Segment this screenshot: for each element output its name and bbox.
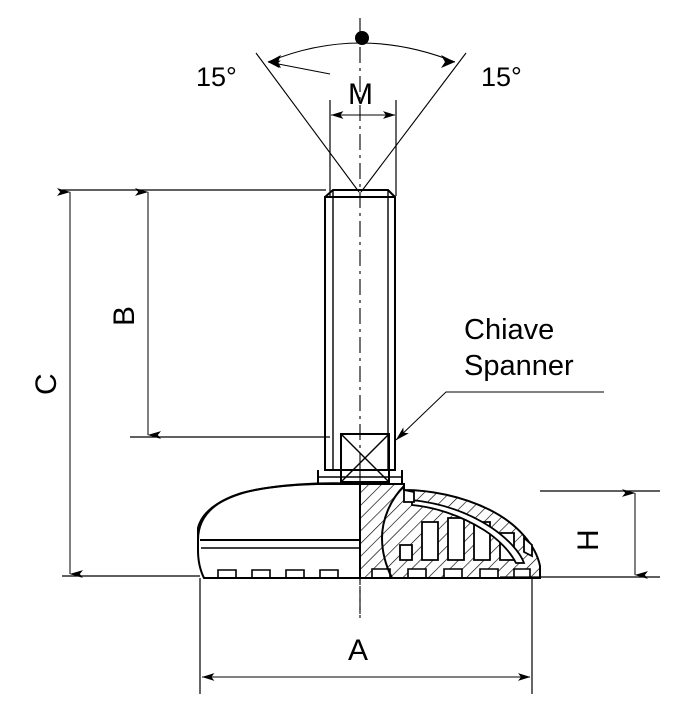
- dimension-label-m: M: [348, 78, 373, 111]
- angle-label-right: 15°: [481, 62, 522, 92]
- dimension-b: [130, 188, 330, 439]
- spanner-leader-line: [395, 391, 604, 441]
- dimension-h: [500, 489, 660, 579]
- tilt-angle-lines: [255, 52, 467, 193]
- threaded-stud: [317, 189, 403, 485]
- dimension-label-h: H: [572, 529, 605, 551]
- dimension-a: [199, 578, 533, 694]
- section-hatch-icon: [359, 483, 541, 579]
- dimension-c: [57, 188, 326, 578]
- dimension-label-a: A: [348, 634, 368, 667]
- pivot-dot-icon: [355, 31, 369, 45]
- base-bottom-scallops: [217, 569, 339, 579]
- arc-arrow-left: [268, 55, 281, 68]
- dimension-label-c: C: [30, 373, 63, 395]
- spanner-note-line2: Spanner: [464, 350, 574, 382]
- angle-label-left: 15°: [196, 62, 237, 92]
- spanner-square-icon: [340, 433, 390, 483]
- angle-arc-group: [267, 31, 456, 75]
- spanner-note-line1: Chiave: [464, 314, 554, 346]
- foot-base: [197, 482, 541, 579]
- arc-arrow-right: [441, 55, 455, 68]
- dimension-label-b: B: [108, 306, 141, 326]
- dimension-m: [329, 100, 397, 196]
